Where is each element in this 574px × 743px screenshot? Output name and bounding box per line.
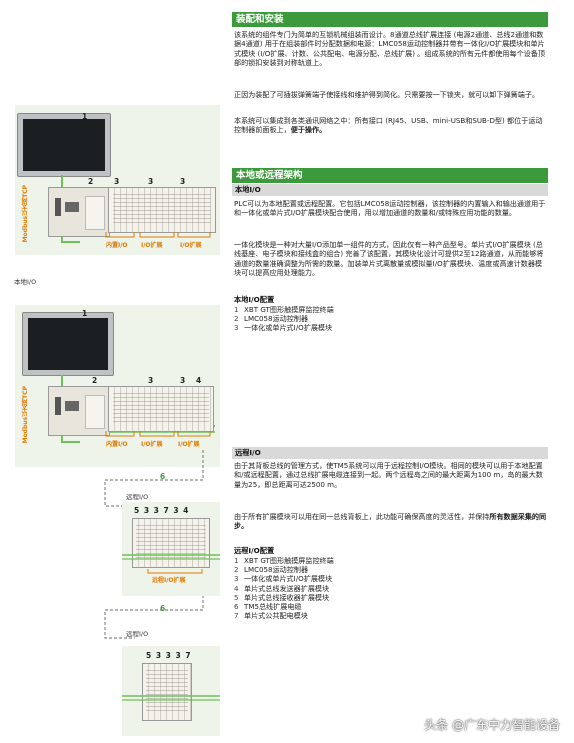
remote-rack-1-cables (122, 554, 220, 574)
watermark: 头条 @广东中力智能设备 (424, 718, 560, 732)
list-item-number: 5 (234, 592, 239, 602)
list-item-text: 单片式总线接收器扩展模块 (244, 592, 330, 602)
config-list-item: 5 单片式总线接收器扩展模块 (234, 593, 534, 602)
list-item-text: LMC058运动控制器 (244, 565, 309, 575)
config-list-item: 1 XBT GT图形触摸屏监控终端 (234, 556, 534, 565)
hmi-terminal-image (17, 113, 111, 177)
fig2-hmi-terminal-image (22, 312, 114, 376)
list-item-number: 3 (234, 574, 239, 584)
fig1-controller-image (48, 187, 110, 237)
fig1-builtin-io-label: 内置I/O (106, 242, 128, 249)
fig2-io-expansion-label-a: I/O扩展 (141, 441, 163, 448)
list-item-text: XBT GT图形触摸屏监控终端 (244, 305, 334, 314)
fig2-io-expansion-label-b: I/O扩展 (178, 441, 200, 448)
local-paragraph-2: 一体化模块是一种对大量I/O添加单一组件的方式，因此仅有一种产品型号。单片式I/… (234, 240, 544, 277)
fig2-label-1: 1 (82, 309, 88, 318)
local-paragraph-1: PLC可以为本地配置或远程配置。它包括LMC058运动控制器，该控制器的内置输入… (234, 199, 546, 218)
local-config-title: 本地I/O配置 (234, 295, 275, 304)
config-list-item: 4 单片式总线发送器扩展模块 (234, 584, 534, 593)
list-item-text: XBT GT图形触摸屏监控终端 (244, 556, 334, 565)
section-title-architecture: 本地或远程架构 (232, 168, 548, 183)
fig2-label-3b: 3 (180, 376, 186, 385)
fig1-caption: 本地I/O (14, 278, 37, 286)
fig2-remote-label-2: 远程I/O (126, 630, 149, 638)
config-list-item: 3 一体化或单片式I/O扩展模块 (234, 574, 534, 583)
section-title-assembly: 装配和安装 (232, 12, 548, 27)
fig2-cable-label-6a: 6 (160, 472, 166, 481)
list-item-text: 一体化或单片式I/O扩展模块 (244, 574, 333, 584)
fig1-modbus-label: Modbus以太网TCP (22, 185, 29, 243)
remote-config-list: 1 XBT GT图形触摸屏监控终端 2 LMC058运动控制器 3 一体化或单片式I/O扩… (234, 556, 534, 620)
list-item-number: 1 (234, 305, 239, 314)
fig2-builtin-io-label: 内置I/O (106, 441, 128, 448)
fig1-brackets (105, 232, 211, 238)
fig2-modbus-label: Modbus以太网TCP (22, 386, 29, 444)
config-list-item: 1 XBT GT图形触摸屏监控终端 (234, 305, 534, 314)
remote-paragraph-1: 由于其背板总线的管理方式，使TM5系统可以用于远程控制I/O模块。相同的模块可以… (234, 461, 543, 489)
subsection-local-io: 本地I/O (232, 184, 548, 196)
list-item-text: 一体化或单片式I/O扩展模块 (244, 323, 333, 333)
list-item-number: 1 (234, 556, 239, 565)
list-item-text: LMC058运动控制器 (244, 314, 309, 324)
fig2-rack3-labels: 5 3 3 3 7 (146, 651, 192, 660)
assembly-paragraph-1: 该系统的组件专门为简单的互锁机械组装而设计。8通道总线扩展连接 (电源2通道、总… (234, 30, 545, 67)
list-item-number: 6 (234, 602, 239, 612)
list-item-number: 3 (234, 323, 239, 333)
fig1-io-expansion-label-a: I/O扩展 (141, 242, 163, 249)
remote-rack-2-image (142, 663, 192, 721)
fig2-label-3a: 3 (148, 376, 154, 385)
config-list-item: 2 LMC058运动控制器 (234, 314, 534, 323)
assembly-paragraph-3: 本系统可以集成到各类通讯网络之中：所有接口 (RJ45、USB、mini-USB… (234, 116, 543, 135)
list-item-number: 7 (234, 611, 239, 621)
config-list-item: 2 LMC058运动控制器 (234, 565, 534, 574)
config-list-item: 3 一体化或单片式I/O扩展模块 (234, 323, 534, 332)
fig1-label-3a: 3 (148, 177, 154, 186)
list-item-number: 4 (234, 583, 239, 593)
fig2-cable-label-6b: 6 (160, 604, 166, 613)
subsection-remote-io: 远程I/O (232, 447, 548, 459)
fig2-io-modules-image (108, 386, 214, 432)
list-item-number: 2 (234, 314, 239, 324)
list-item-text: TM5总线扩展电缆 (244, 602, 302, 612)
fig2-remote-label: 远程I/O (126, 493, 149, 501)
remote-config-title: 远程I/O配置 (234, 546, 275, 555)
fig1-label-1: 1 (82, 112, 88, 121)
bus-extension-cable (104, 450, 204, 639)
fig1-label-2: 2 (88, 177, 94, 186)
config-list-item: 7 单片式公共配电模块 (234, 611, 534, 620)
fig2-label-4: 4 (196, 376, 202, 385)
fig2-rack2-labels: 5 3 3 7 3 4 (134, 506, 190, 515)
fig2-label-2: 2 (92, 376, 98, 385)
config-list-item: 6 TM5总线扩展电缆 (234, 602, 534, 611)
fig2-remote-expansion-label: 远程I/O扩展 (152, 577, 186, 584)
list-item-text: 单片式公共配电模块 (244, 611, 308, 621)
assembly-paragraph-2: 正因为装配了可插拔弹簧端子使接线和维护得到简化。只需要按一下锁夹，就可以卸下弹簧… (234, 90, 540, 99)
local-config-list: 1 XBT GT图形触摸屏监控终端 2 LMC058运动控制器 3 一体化或单片式I/O扩… (234, 305, 534, 333)
list-item-number: 2 (234, 565, 239, 575)
fig2-controller-image (48, 386, 110, 436)
fig1-io-modules-image (108, 187, 216, 233)
fig1-label-3b: 3 (180, 177, 186, 186)
remote-paragraph-2: 由于所有扩展模块可以用在同一总线背板上，此功能可确保高度的灵活性，并保持所有数据… (234, 512, 547, 531)
fig1-io-expansion-label-b: I/O扩展 (180, 242, 202, 249)
fig2-brackets (105, 431, 211, 437)
fig1-label-3c: 3 (114, 177, 120, 186)
remote-rack-2-cables (122, 695, 220, 701)
list-item-text: 单片式总线发送器扩展模块 (244, 583, 330, 593)
